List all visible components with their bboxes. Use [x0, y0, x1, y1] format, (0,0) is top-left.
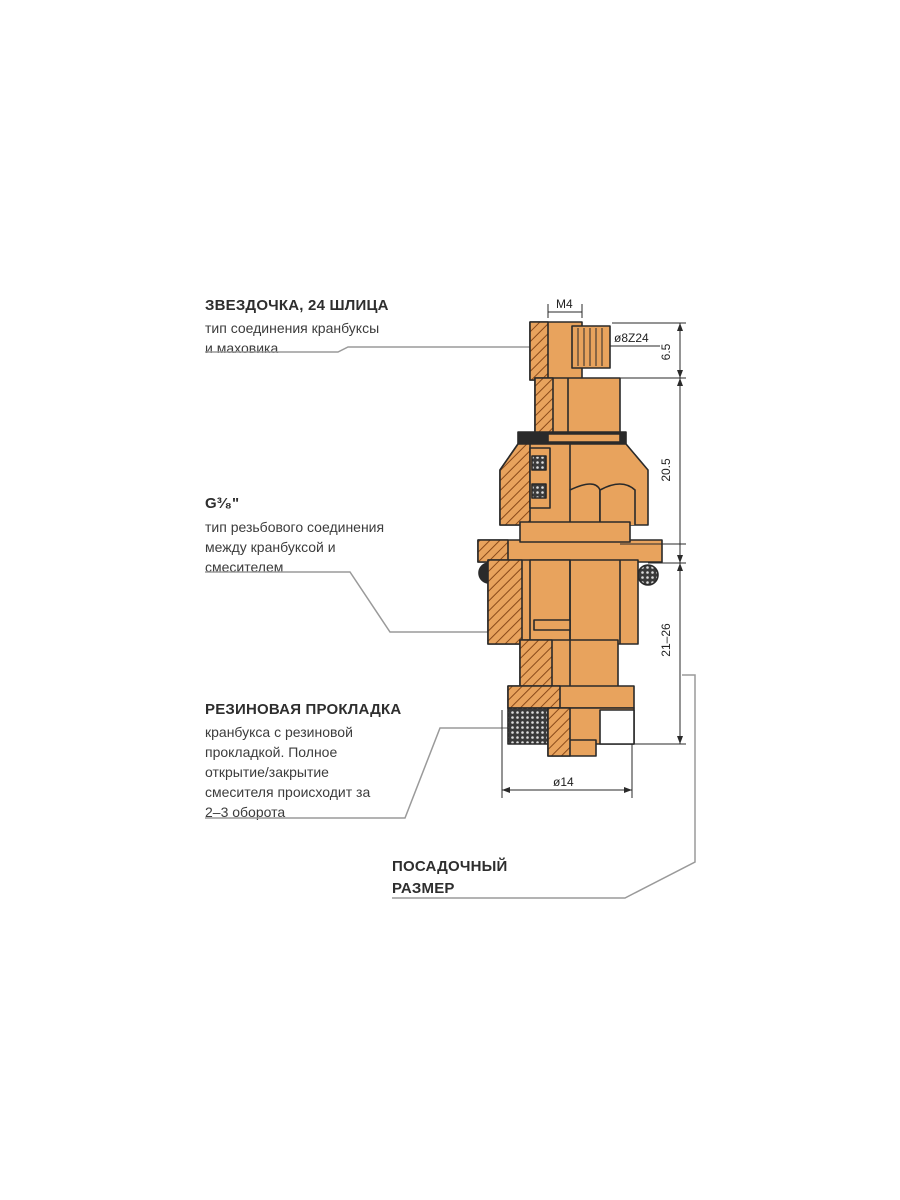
thread-desc-3: смесителем [205, 559, 284, 575]
rubber-gasket [507, 707, 549, 745]
star-title: ЗВЕЗДОЧКА, 24 ШЛИЦА [205, 297, 389, 314]
seat-title-1: ПОСАДОЧНЫЙ [392, 858, 508, 875]
spindle-head-hatch [529, 321, 549, 381]
leader-lines [205, 346, 696, 899]
dimension-lines [501, 304, 686, 798]
dim-top-height: 6.5 [659, 343, 673, 360]
hex-body-hatch [499, 443, 531, 526]
stem-hatch [534, 377, 554, 435]
flange-upper [519, 521, 631, 543]
gasket-desc-5: 2–3 оборота [205, 804, 286, 820]
leader-star [205, 346, 545, 353]
o-ring-right [637, 564, 659, 586]
leader-gasket [205, 727, 512, 819]
gasket-desc-2: прокладкой. Полное [205, 744, 338, 760]
seat-title-2: РАЗМЕР [392, 880, 455, 897]
dim-spline: ø8Z24 [614, 331, 649, 345]
dimension-arrows [502, 323, 683, 793]
gasket-title: РЕЗИНОВАЯ ПРОКЛАДКА [205, 701, 402, 718]
gasket-desc-1: кранбукса с резиновой [205, 724, 353, 740]
thread-desc-1: тип резьбового соединения [205, 519, 385, 535]
dim-diameter: ø14 [553, 775, 574, 789]
dim-bottom-height: 21–26 [659, 623, 673, 657]
gasket-desc-3: открытие/закрытие [205, 764, 329, 780]
star-desc-1: тип соединения кранбуксы [205, 320, 380, 336]
dim-mid-height: 20.5 [659, 458, 673, 482]
leader-thread [205, 571, 488, 633]
thread-desc-2: между кранбуксой и [205, 539, 336, 555]
dim-m4: M4 [556, 297, 573, 311]
gasket-desc-4: смесителя происходит за [205, 784, 371, 800]
thread-title: G³⁄₈" [205, 495, 240, 512]
leader-seat [392, 674, 696, 899]
cartridge-body [477, 321, 663, 757]
